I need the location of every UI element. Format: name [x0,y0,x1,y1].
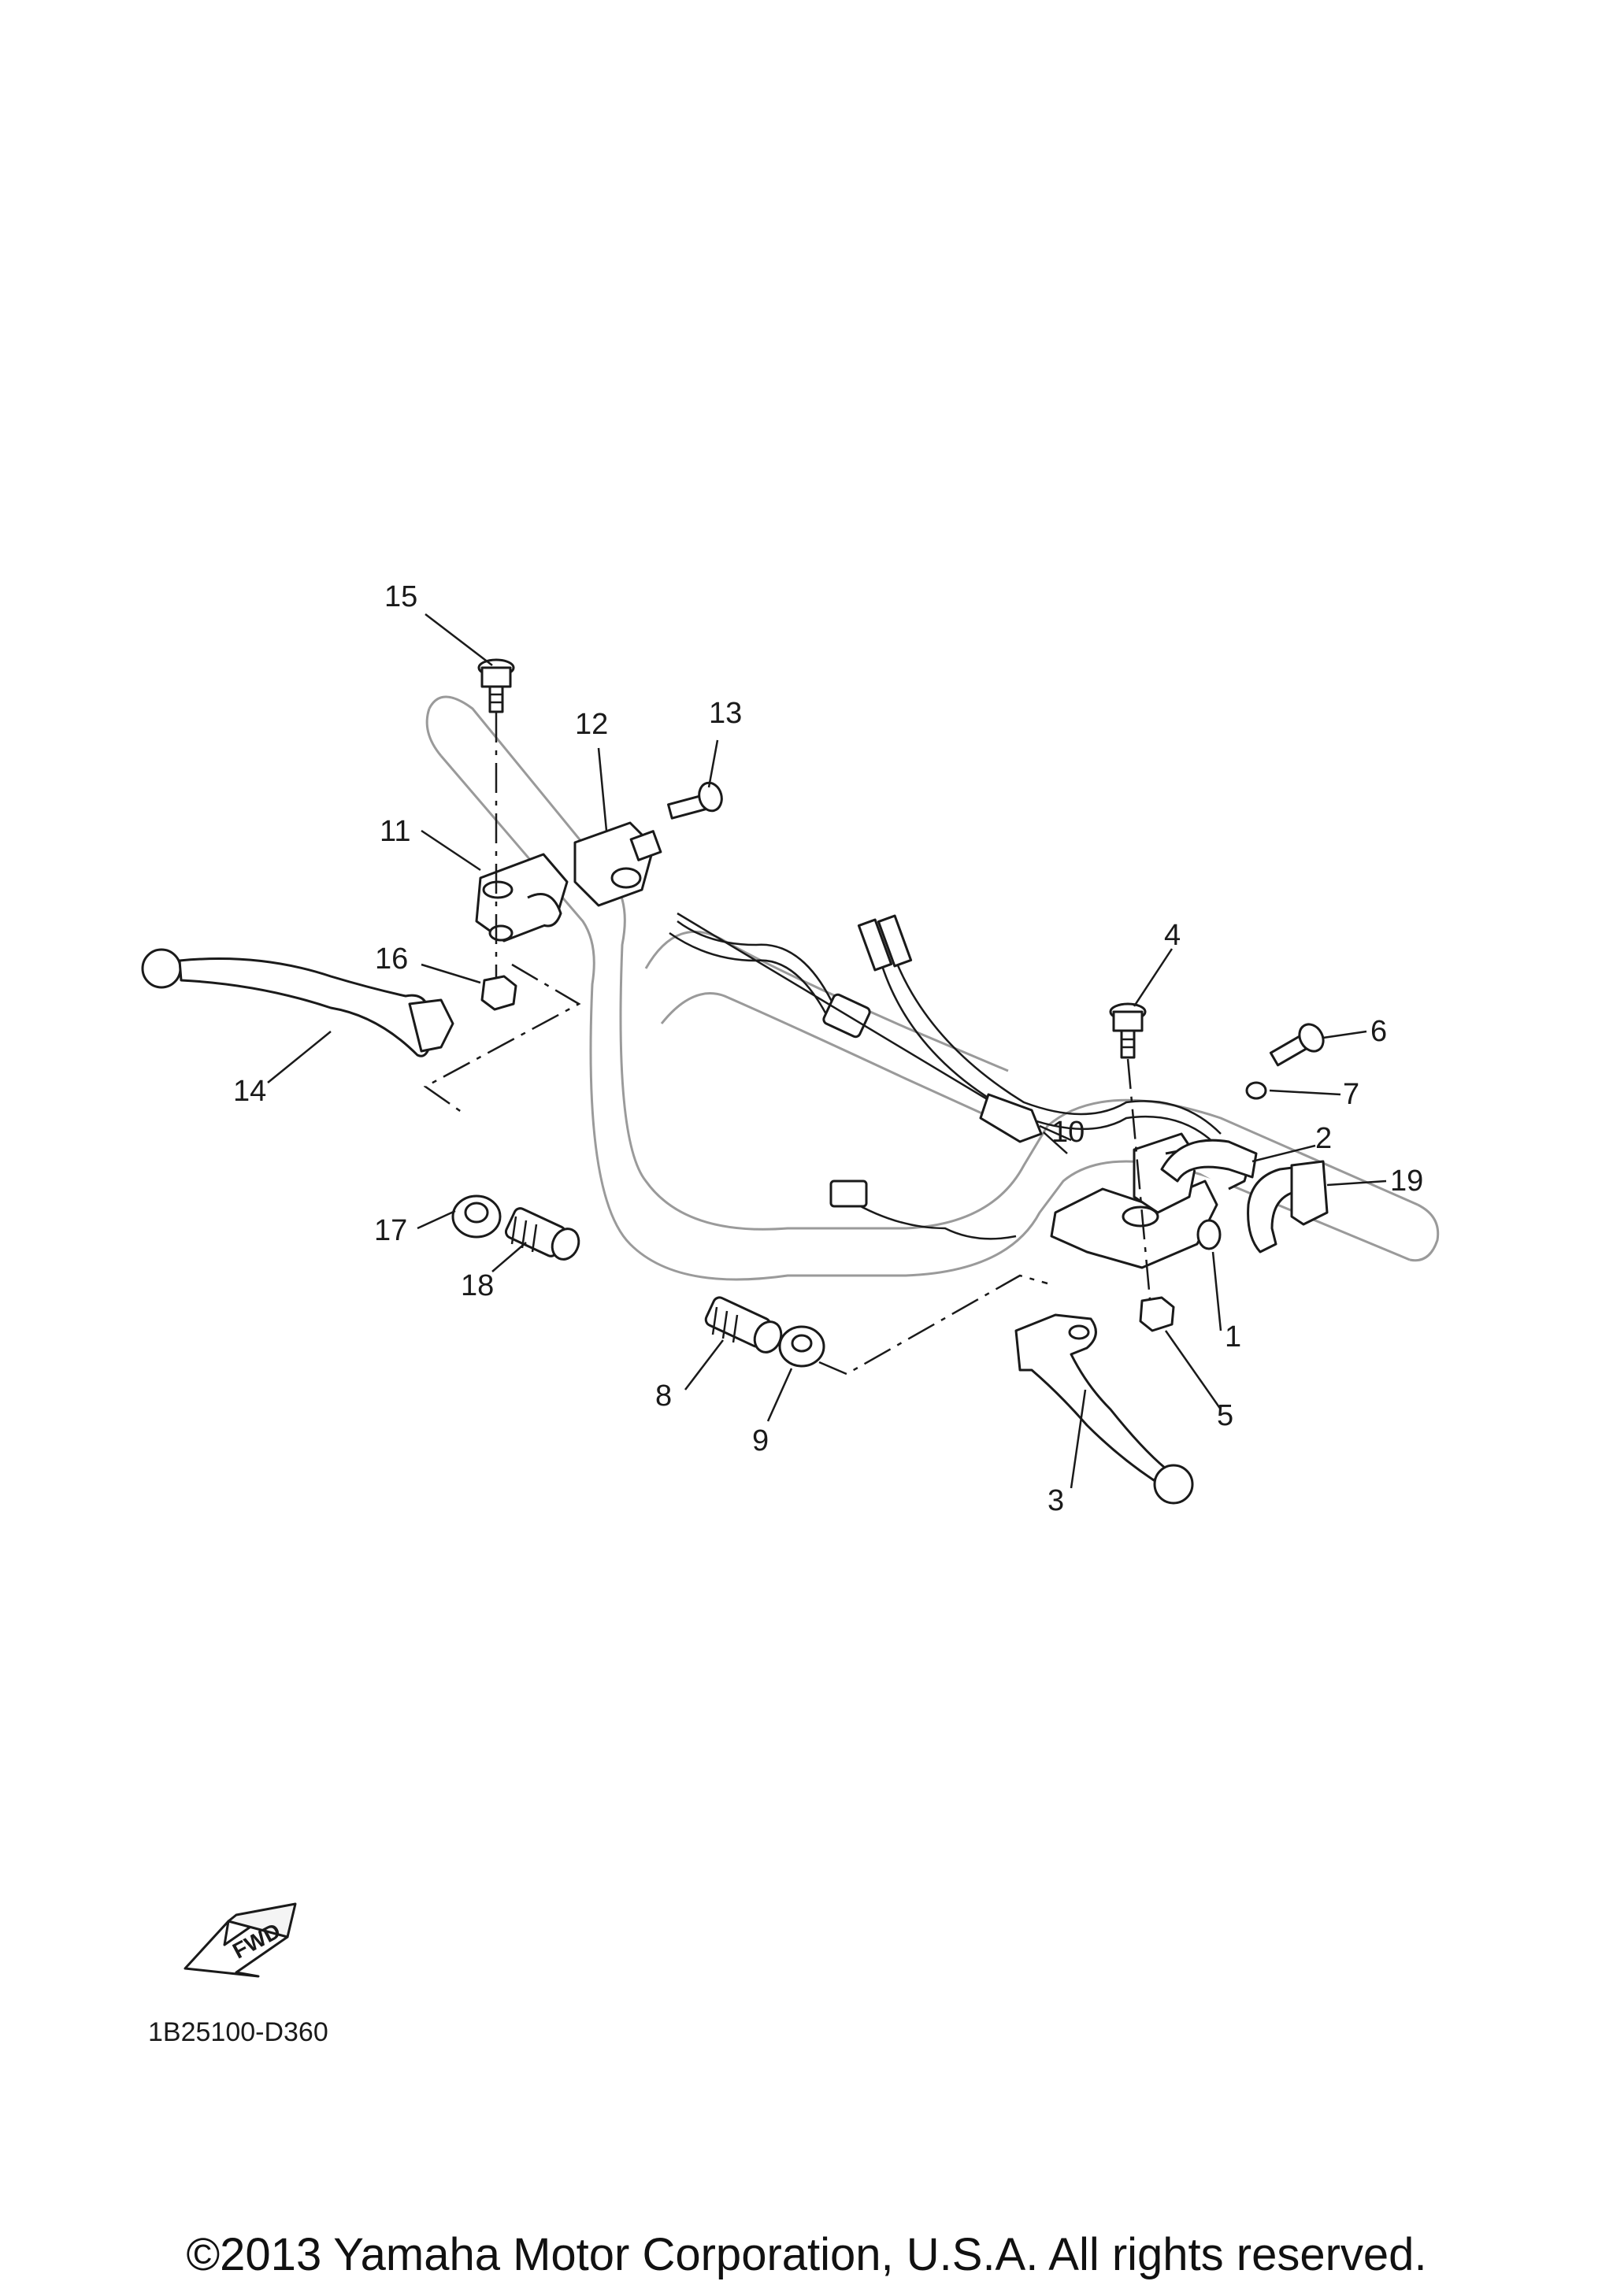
clutch-cable [677,912,1072,1143]
adjuster-17 [451,1194,502,1239]
callout-13: 13 [709,697,742,730]
nut-5 [1139,1296,1175,1332]
callout-19: 19 [1390,1165,1423,1198]
callout-1: 1 [1225,1320,1241,1354]
adjuster-18 [504,1207,580,1261]
washer-7 [1245,1081,1267,1100]
callout-3: 3 [1048,1484,1064,1517]
callout-17: 17 [374,1214,407,1247]
bolt-15 [477,658,515,713]
reference-lines [423,713,1151,1376]
callout-5: 5 [1217,1399,1233,1432]
callout-16: 16 [375,942,408,976]
callout-15: 15 [384,580,417,613]
left-holder-assembly [475,821,662,942]
nut-9 [778,1325,825,1368]
callout-4: 4 [1164,919,1181,952]
callout-9: 9 [752,1424,769,1457]
fwd-arrow-icon: FWD [184,1902,297,1978]
callout-12: 12 [575,708,608,741]
bracket-2 [1160,1139,1258,1183]
bolt-13 [667,781,723,820]
left-lever [141,948,454,1057]
copyright-notice: ©2013 Yamaha Motor Corporation, U.S.A. A… [186,2229,1427,2280]
screw-6 [1269,1023,1325,1067]
callout-14: 14 [233,1075,266,1108]
callout-2: 2 [1315,1122,1332,1155]
callout-18: 18 [461,1269,494,1302]
adjuster-8 [704,1296,783,1354]
leader-lines [267,613,1387,1489]
bolt-4 [1109,1002,1147,1059]
right-lever [1014,1313,1194,1505]
diagram-code: 1B25100-D360 [148,2017,328,2047]
callout-labels: 15 13 12 11 16 14 17 18 8 9 3 5 1 10 2 1… [233,580,1423,1517]
nut-16 [480,975,517,1011]
callout-6: 6 [1370,1015,1387,1048]
callout-11: 11 [380,815,410,848]
callout-10: 10 [1051,1116,1085,1149]
clamp-19 [1247,1160,1329,1254]
callout-8: 8 [655,1379,672,1413]
callout-7: 7 [1343,1078,1359,1111]
